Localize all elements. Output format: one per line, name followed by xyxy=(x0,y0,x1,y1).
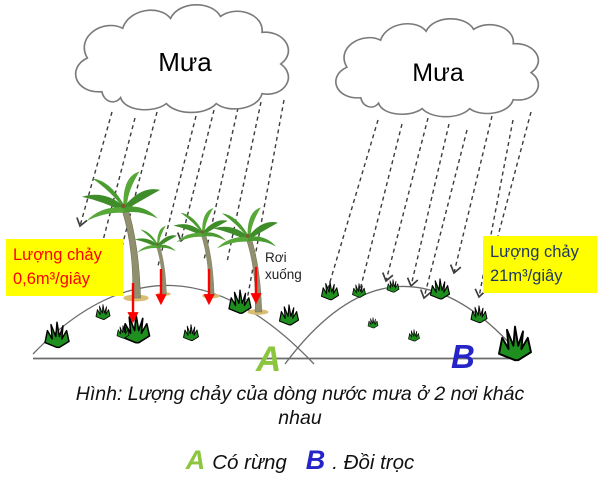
rain-arrow xyxy=(419,129,468,300)
rain-arrow xyxy=(118,111,158,259)
grass-tuft-icon xyxy=(44,321,70,349)
rain-arrow xyxy=(246,99,285,301)
legend-a-text: Có rừng xyxy=(212,451,287,474)
grass-tuft-icon xyxy=(470,305,488,324)
rain-arrow xyxy=(76,111,113,228)
flow-rate-label-forest: Lượng chảy 0,6m³/giây xyxy=(6,239,123,296)
grass-tuft-icon xyxy=(121,313,151,344)
grass-tuft-icon xyxy=(183,324,199,341)
grass-tuft-icon xyxy=(278,304,300,326)
rain-arrow xyxy=(359,123,403,291)
grass-tuft-icon xyxy=(429,278,451,300)
diagram-scene: Mưa Mưa xyxy=(32,3,540,365)
legend-a-key: A xyxy=(185,445,206,475)
rain-arrow xyxy=(176,109,215,243)
rain-arrow xyxy=(497,111,532,237)
rain-arrow xyxy=(326,119,379,293)
rain-arrow xyxy=(157,115,197,267)
legend-b-text: . Đồi trọc xyxy=(332,451,415,474)
legend: A Có rừng B . Đồi trọc xyxy=(0,447,600,475)
grass-tuft-icon xyxy=(386,279,400,293)
hill-a-letter: A xyxy=(256,340,282,379)
hill-a-outline xyxy=(32,284,315,365)
fall-down-note: Rơi xuống xyxy=(265,250,302,282)
rain-arrow xyxy=(381,117,429,283)
grass-tuft-icon xyxy=(408,329,420,342)
runoff-arrows xyxy=(127,267,262,324)
flow-rate-label-bare: Lượng chảy 21m³/giây xyxy=(483,236,597,293)
cloud-a-label: Mưa xyxy=(158,47,212,77)
rain-arrows-left xyxy=(76,99,285,301)
grass-tuft-icon xyxy=(367,317,379,329)
hill-b-outline xyxy=(284,285,522,365)
legend-b-key: B xyxy=(305,445,326,475)
rain-arrow xyxy=(406,123,450,288)
rain-arrow xyxy=(226,101,262,263)
grass-tuft-icon xyxy=(352,283,366,298)
grass-tuft-icon xyxy=(95,304,111,320)
figure-caption: Hình: Lượng chảy của dòng nước mưa ở 2 n… xyxy=(75,383,525,429)
cloud-b-label: Mưa xyxy=(412,59,464,87)
palm-tree-icon xyxy=(172,207,229,299)
grass-tuft-icon xyxy=(498,325,532,362)
grass-tuft-icon xyxy=(320,281,340,301)
hill-b-letter: B xyxy=(451,338,475,375)
rain-arrow xyxy=(99,117,136,253)
